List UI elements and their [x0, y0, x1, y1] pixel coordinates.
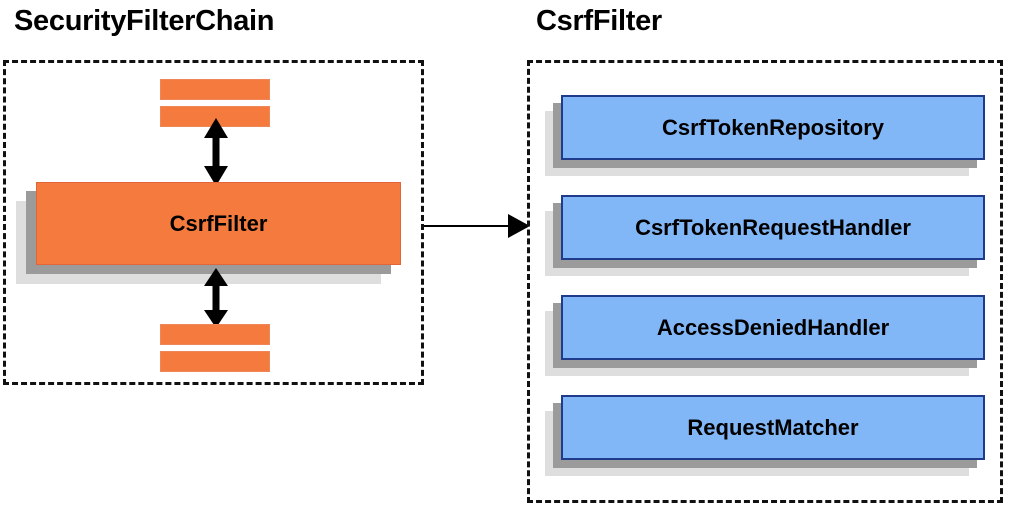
csrffilter-box[interactable]: CsrfFilter	[36, 182, 401, 265]
csrffilter-detail-panel	[527, 60, 1003, 503]
filter-stub-top-1	[160, 79, 270, 100]
double-headed-arrow-bottom	[204, 268, 228, 328]
collaborator-box-csrftokenrequesthandler[interactable]: CsrfTokenRequestHandler	[561, 195, 985, 260]
collaborator-box-accessdeniedhandler[interactable]: AccessDeniedHandler	[561, 295, 985, 360]
filter-stub-bottom-1	[160, 324, 270, 345]
filter-stub-bottom-2	[160, 351, 270, 372]
collaborator-box-csrftokenrepository[interactable]: CsrfTokenRepository	[561, 95, 985, 160]
double-headed-arrow-top	[204, 118, 228, 186]
right-panel-title: CsrfFilter	[536, 5, 662, 37]
collaborator-box-requestmatcher[interactable]: RequestMatcher	[561, 395, 985, 460]
security-filter-chain-panel	[3, 60, 424, 385]
csrffilter-to-detail-arrow	[424, 214, 530, 238]
left-panel-title: SecurityFilterChain	[14, 5, 275, 37]
